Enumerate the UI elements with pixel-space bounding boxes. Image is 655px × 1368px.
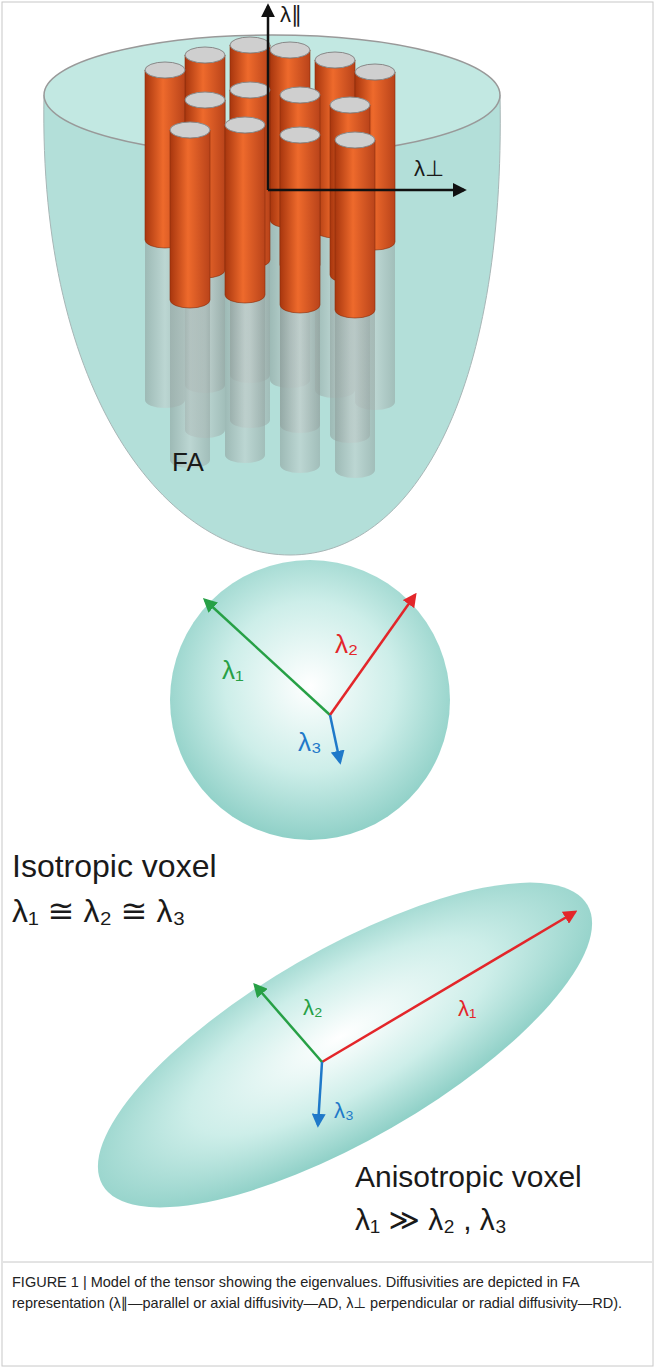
eigenvalue-label: λ₁ bbox=[458, 996, 476, 1021]
eigenvalue-label: λ₃ bbox=[298, 728, 322, 758]
fiber-end bbox=[315, 52, 355, 68]
fiber-end bbox=[280, 127, 320, 143]
eigenvalue-label: λ₂ bbox=[303, 995, 323, 1020]
eigenvector-arrow bbox=[322, 912, 575, 1062]
caption-rule bbox=[3, 1262, 652, 1263]
fiber-end bbox=[355, 64, 395, 80]
eigenvector-arrow bbox=[255, 985, 322, 1062]
eigenvalue-label: λ₃ bbox=[334, 1098, 354, 1123]
fiber-lower bbox=[280, 305, 320, 473]
axial-axis bbox=[267, 6, 270, 190]
figure-caption: FIGURE 1 | Model of the tensor showing t… bbox=[12, 1272, 640, 1314]
fiber-end bbox=[145, 62, 185, 78]
eigenvector-arrow bbox=[330, 715, 340, 762]
fiber-end bbox=[225, 117, 265, 133]
fiber-end bbox=[170, 122, 210, 138]
axis-label: λ∥ bbox=[280, 2, 302, 27]
eigenvalue-relation: λ₁ ≅ λ₂ ≅ λ₃ bbox=[12, 893, 185, 930]
fiber-lower bbox=[335, 310, 375, 478]
fiber-cylinder bbox=[170, 122, 210, 468]
fiber-upper bbox=[335, 140, 375, 318]
fiber-end bbox=[230, 37, 270, 53]
axis-label: λ⊥ bbox=[414, 156, 444, 181]
fiber-end bbox=[330, 97, 370, 113]
eigenvector-arrow bbox=[318, 1062, 322, 1125]
eigenvector-arrow bbox=[330, 595, 415, 715]
anisotropic-ellipsoid bbox=[55, 823, 635, 1268]
fiber-cylinder bbox=[225, 117, 265, 463]
fiber-end bbox=[185, 92, 225, 108]
fiber-end bbox=[230, 82, 270, 98]
fiber-end bbox=[185, 47, 225, 63]
fiber-cylinder bbox=[335, 132, 375, 478]
eigenvalue-label: λ₂ bbox=[335, 630, 358, 660]
fiber-end bbox=[280, 87, 320, 103]
eigenvalue-label: λ₁ bbox=[222, 656, 244, 686]
fiber-bundle bbox=[145, 37, 395, 478]
fiber-cylinder bbox=[280, 127, 320, 473]
map-label: FA bbox=[172, 448, 204, 478]
fiber-upper bbox=[170, 130, 210, 308]
isotropic-sphere bbox=[170, 560, 450, 840]
eigenvector-arrow bbox=[205, 600, 330, 715]
fiber-lower bbox=[225, 295, 265, 463]
eigenvalue-relation: λ₁ ≫ λ₂ , λ₃ bbox=[355, 1203, 507, 1238]
fiber-upper bbox=[225, 125, 265, 303]
voxel-title: Isotropic voxel bbox=[12, 848, 217, 885]
fiber-lower bbox=[170, 300, 210, 468]
radial-axis bbox=[268, 189, 464, 192]
fiber-end bbox=[270, 42, 310, 58]
fiber-upper bbox=[280, 135, 320, 313]
fiber-end bbox=[335, 132, 375, 148]
voxel-title: Anisotropic voxel bbox=[355, 1160, 582, 1195]
